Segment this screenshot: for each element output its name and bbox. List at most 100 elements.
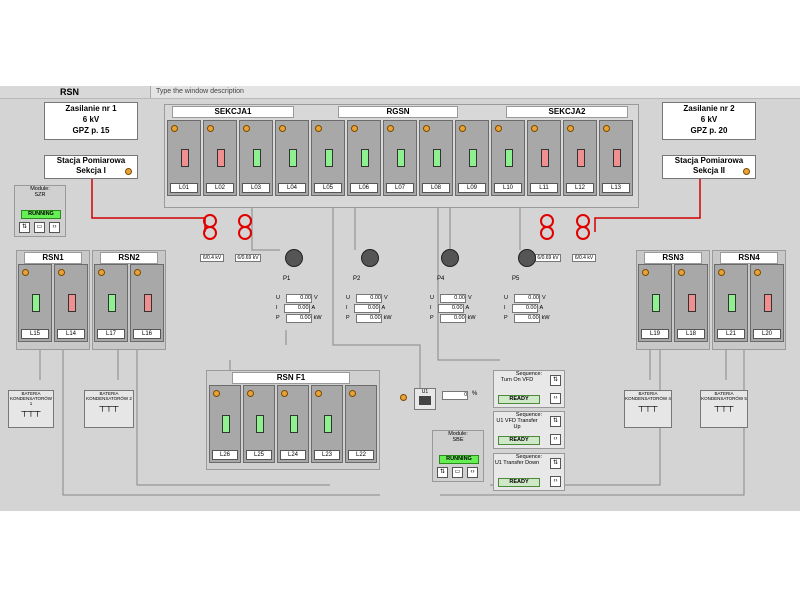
status-icon[interactable]	[642, 269, 649, 276]
feeder-cell-l21[interactable]: L21	[714, 264, 748, 342]
status-icon[interactable]	[423, 125, 430, 132]
feeder-cell-l15[interactable]: L15	[18, 264, 52, 342]
breaker-on[interactable]	[361, 149, 369, 167]
breaker-on[interactable]	[469, 149, 477, 167]
status-icon[interactable]	[603, 125, 610, 132]
sequence-1-code-button[interactable]: ‹›	[550, 393, 561, 404]
sequence-1-settings-button[interactable]: ⇅	[550, 375, 561, 386]
status-icon[interactable]	[351, 125, 358, 132]
breaker-off[interactable]	[144, 294, 152, 312]
feeder-cell-l07[interactable]: L07	[383, 120, 417, 196]
status-icon[interactable]	[281, 390, 288, 397]
feeder-cell-l20[interactable]: L20	[750, 264, 784, 342]
feeder-cell-l17[interactable]: L17	[94, 264, 128, 342]
breaker-on[interactable]	[222, 415, 230, 433]
breaker-on[interactable]	[505, 149, 513, 167]
status-icon[interactable]	[495, 125, 502, 132]
battery-5[interactable]: BATERIA KONDENSATORÓW 5┬┬┬	[700, 390, 748, 428]
breaker-on[interactable]	[325, 149, 333, 167]
status-icon[interactable]	[315, 125, 322, 132]
breaker-on[interactable]	[256, 415, 264, 433]
status-icon[interactable]	[247, 390, 254, 397]
meter-2-icon[interactable]	[743, 168, 750, 175]
module-szr-settings-button[interactable]: ⇅	[19, 222, 30, 233]
feeder-cell-l09[interactable]: L09	[455, 120, 489, 196]
feeder-cell-l18[interactable]: L18	[674, 264, 708, 342]
sequence-3-code-button[interactable]: ‹›	[550, 476, 561, 487]
status-icon[interactable]	[98, 269, 105, 276]
status-icon[interactable]	[678, 269, 685, 276]
status-icon[interactable]	[754, 269, 761, 276]
breaker-off[interactable]	[217, 149, 225, 167]
breaker-on[interactable]	[32, 294, 40, 312]
pump-p2-icon[interactable]	[361, 249, 379, 267]
module-sbe-window-button[interactable]: ▭	[452, 467, 463, 478]
module-sbe-code-button[interactable]: ‹›	[467, 467, 478, 478]
battery-4[interactable]: BATERIA KONDENSATORÓW 4┬┬┬	[624, 390, 672, 428]
feeder-cell-l24[interactable]: L24	[277, 385, 309, 463]
feeder-cell-l25[interactable]: L25	[243, 385, 275, 463]
status-icon[interactable]	[171, 125, 178, 132]
breaker-on[interactable]	[289, 149, 297, 167]
breaker-on[interactable]	[397, 149, 405, 167]
feeder-cell-l13[interactable]: L13	[599, 120, 633, 196]
sequence-2-settings-button[interactable]: ⇅	[550, 416, 561, 427]
status-icon[interactable]	[349, 390, 356, 397]
meter-1-icon[interactable]	[125, 168, 132, 175]
pump-p4-icon[interactable]	[441, 249, 459, 267]
battery-1[interactable]: BATERIA KONDENSATORÓW 1┬┬┬	[8, 390, 54, 428]
vfd-u1-icon[interactable]	[400, 394, 407, 401]
status-icon[interactable]	[22, 269, 29, 276]
meter-station-2[interactable]: Stacja Pomiarowa Sekcja II	[662, 155, 756, 179]
breaker-off[interactable]	[613, 149, 621, 167]
status-icon[interactable]	[207, 125, 214, 132]
status-icon[interactable]	[279, 125, 286, 132]
status-icon[interactable]	[567, 125, 574, 132]
breaker-on[interactable]	[652, 294, 660, 312]
module-szr-code-button[interactable]: ‹›	[49, 222, 60, 233]
status-icon[interactable]	[718, 269, 725, 276]
feeder-cell-l19[interactable]: L19	[638, 264, 672, 342]
feeder-cell-l26[interactable]: L26	[209, 385, 241, 463]
feeder-cell-l22[interactable]: L22	[345, 385, 377, 463]
breaker-on[interactable]	[433, 149, 441, 167]
status-icon[interactable]	[213, 390, 220, 397]
feeder-cell-l04[interactable]: L04	[275, 120, 309, 196]
feeder-cell-l11[interactable]: L11	[527, 120, 561, 196]
breaker-off[interactable]	[764, 294, 772, 312]
status-icon[interactable]	[134, 269, 141, 276]
feeder-cell-l16[interactable]: L16	[130, 264, 164, 342]
status-icon[interactable]	[531, 125, 538, 132]
breaker-on[interactable]	[108, 294, 116, 312]
feeder-cell-l10[interactable]: L10	[491, 120, 525, 196]
feeder-cell-l14[interactable]: L14	[54, 264, 88, 342]
sequence-2-code-button[interactable]: ‹›	[550, 434, 561, 445]
status-icon[interactable]	[58, 269, 65, 276]
sequence-3-settings-button[interactable]: ⇅	[550, 458, 561, 469]
battery-2[interactable]: BATERIA KONDENSATORÓW 2┬┬┬	[84, 390, 134, 428]
breaker-on[interactable]	[728, 294, 736, 312]
feeder-cell-l02[interactable]: L02	[203, 120, 237, 196]
feeder-cell-l23[interactable]: L23	[311, 385, 343, 463]
status-icon[interactable]	[387, 125, 394, 132]
breaker-off[interactable]	[68, 294, 76, 312]
feeder-cell-l03[interactable]: L03	[239, 120, 273, 196]
pump-p5-icon[interactable]	[518, 249, 536, 267]
module-szr-window-button[interactable]: ▭	[34, 222, 45, 233]
feeder-cell-l08[interactable]: L08	[419, 120, 453, 196]
status-icon[interactable]	[315, 390, 322, 397]
feeder-cell-l05[interactable]: L05	[311, 120, 345, 196]
breaker-on[interactable]	[324, 415, 332, 433]
vfd-u1[interactable]: U1	[414, 388, 436, 410]
breaker-off[interactable]	[181, 149, 189, 167]
status-icon[interactable]	[243, 125, 250, 132]
feeder-cell-l01[interactable]: L01	[167, 120, 201, 196]
breaker-off[interactable]	[577, 149, 585, 167]
module-sbe-settings-button[interactable]: ⇅	[437, 467, 448, 478]
feeder-cell-l12[interactable]: L12	[563, 120, 597, 196]
status-icon[interactable]	[459, 125, 466, 132]
pump-p1-icon[interactable]	[285, 249, 303, 267]
breaker-on[interactable]	[290, 415, 298, 433]
breaker-off[interactable]	[541, 149, 549, 167]
feeder-cell-l06[interactable]: L06	[347, 120, 381, 196]
